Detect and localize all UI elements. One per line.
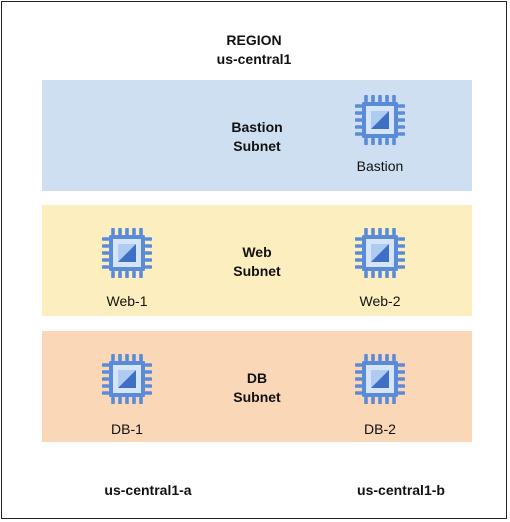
subnet-bastion: Bastion Subnet Bastion — [42, 80, 472, 191]
vm-web-2-chip-icon[interactable] — [352, 225, 408, 281]
vm-db-2-chip-icon[interactable] — [352, 351, 408, 407]
subnet-bastion-label-line1: Bastion — [231, 119, 283, 135]
subnet-db-label-line2: Subnet — [233, 389, 281, 405]
subnet-db-label-line1: DB — [246, 370, 268, 386]
region-name: us-central1 — [216, 51, 292, 67]
vm-db-1-label: DB-1 — [111, 421, 143, 437]
vm-web-1-label: Web-1 — [106, 293, 148, 309]
vm-bastion-label: Bastion — [356, 158, 404, 174]
subnet-web-label: Web Subnet — [42, 243, 472, 281]
region-title: REGION — [226, 32, 282, 48]
subnet-bastion-label-line2: Subnet — [233, 138, 281, 154]
subnet-db-label: DB Subnet — [42, 369, 472, 407]
vm-web-2-label: Web-2 — [359, 293, 401, 309]
subnet-web-label-line2: Subnet — [233, 263, 281, 279]
vm-web-1-chip-icon[interactable] — [99, 225, 155, 281]
subnet-db: DB Subnet DB-1 DB-2 — [42, 331, 472, 442]
vm-db-2-label: DB-2 — [364, 421, 396, 437]
zone-a-label: us-central1-a — [104, 482, 192, 498]
zone-b-label: us-central1-b — [357, 482, 445, 498]
vm-db-1-chip-icon[interactable] — [99, 351, 155, 407]
subnet-web: Web Subnet Web-1 Web-2 — [42, 205, 472, 316]
subnet-web-label-line1: Web — [242, 244, 272, 260]
subnet-bastion-label: Bastion Subnet — [42, 118, 472, 156]
vm-bastion-chip-icon[interactable] — [352, 92, 408, 148]
